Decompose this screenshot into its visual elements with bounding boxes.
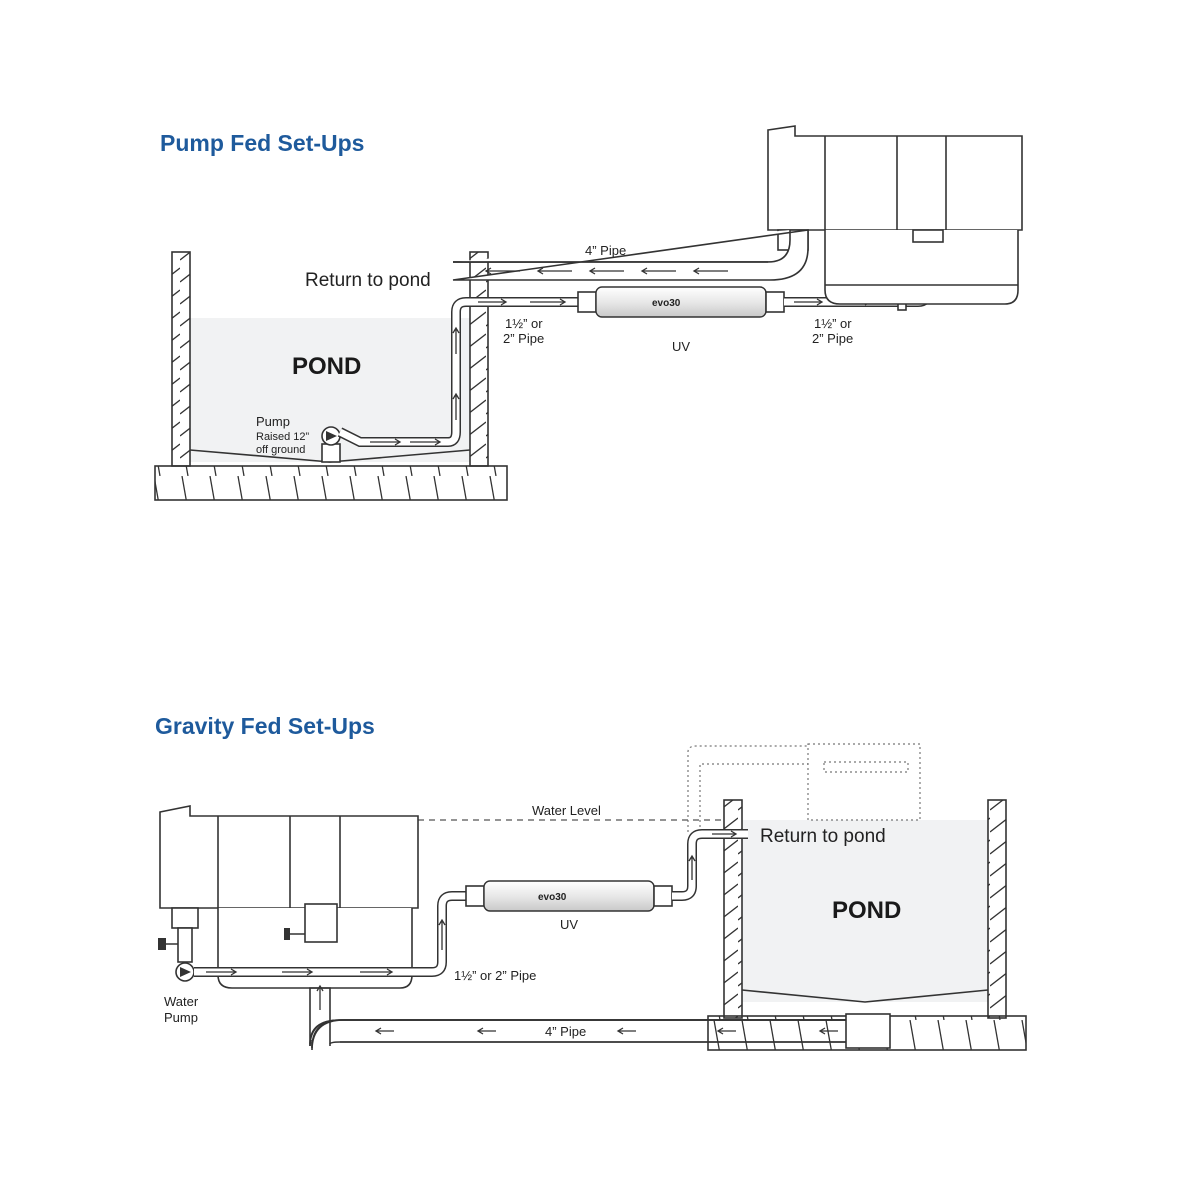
return-label-top: Return to pond	[305, 270, 431, 291]
flow-arrows-pump	[370, 298, 567, 446]
pond-left-wall	[171, 251, 191, 467]
pump-label-2: Raised 12”	[256, 431, 310, 443]
filter-box-bottom	[158, 805, 419, 989]
return-label-bottom: Return to pond	[760, 826, 886, 847]
pipe-small-left-2: 2” Pipe	[503, 331, 544, 346]
uv-unit-bottom: evo30	[465, 880, 673, 912]
pond-water	[190, 318, 470, 462]
pump-icon	[321, 426, 341, 463]
ground-slab	[154, 465, 508, 501]
pipe-4in-label-top: 4” Pipe	[585, 243, 626, 258]
pipe-small-right-1: 1½” or	[814, 316, 852, 331]
filter-box-top	[767, 125, 1023, 305]
pump-label-3: off ground	[256, 444, 305, 456]
pump-fed-section: Pump Fed Set-Ups POND Pump Raised 12” of…	[154, 125, 1023, 501]
uv-label-bottom: UV	[560, 917, 578, 932]
pond-right-wall	[469, 251, 489, 467]
alt-filter-position	[687, 743, 921, 832]
return-pipe-4in	[452, 229, 809, 281]
gravity-fed-title: Gravity Fed Set-Ups	[155, 713, 375, 739]
pond-label: POND	[292, 353, 361, 380]
pond-water-bottom	[742, 820, 988, 1002]
water-pump-label-2: Pump	[164, 1010, 198, 1025]
pipe-4in-label-bottom: 4” Pipe	[545, 1024, 586, 1039]
pump-label-1: Pump	[256, 414, 290, 429]
pond-label-bottom: POND	[832, 897, 901, 924]
uv-brand-top: evo30	[652, 298, 681, 309]
pipe-small-right-2: 2” Pipe	[812, 331, 853, 346]
flow-arrows-gravity	[316, 984, 838, 1035]
flow-arrows-return	[484, 267, 728, 275]
gravity-fed-section: Gravity Fed Set-Ups POND Water Level	[155, 713, 1027, 1051]
water-pump-icon	[175, 927, 195, 982]
uv-unit-top: evo30	[577, 286, 785, 318]
pond-right-wall-bottom	[987, 799, 1007, 1019]
pipe-small-label-bottom: 1½” or 2” Pipe	[454, 968, 536, 983]
pipe-small-left-1: 1½” or	[505, 316, 543, 331]
gravity-pipe-4in	[309, 987, 891, 1051]
water-level-label: Water Level	[532, 803, 601, 818]
uv-label-top: UV	[672, 339, 690, 354]
pump-fed-title: Pump Fed Set-Ups	[160, 130, 364, 156]
water-pump-label-1: Water	[164, 994, 199, 1009]
uv-brand-bottom: evo30	[538, 892, 567, 903]
